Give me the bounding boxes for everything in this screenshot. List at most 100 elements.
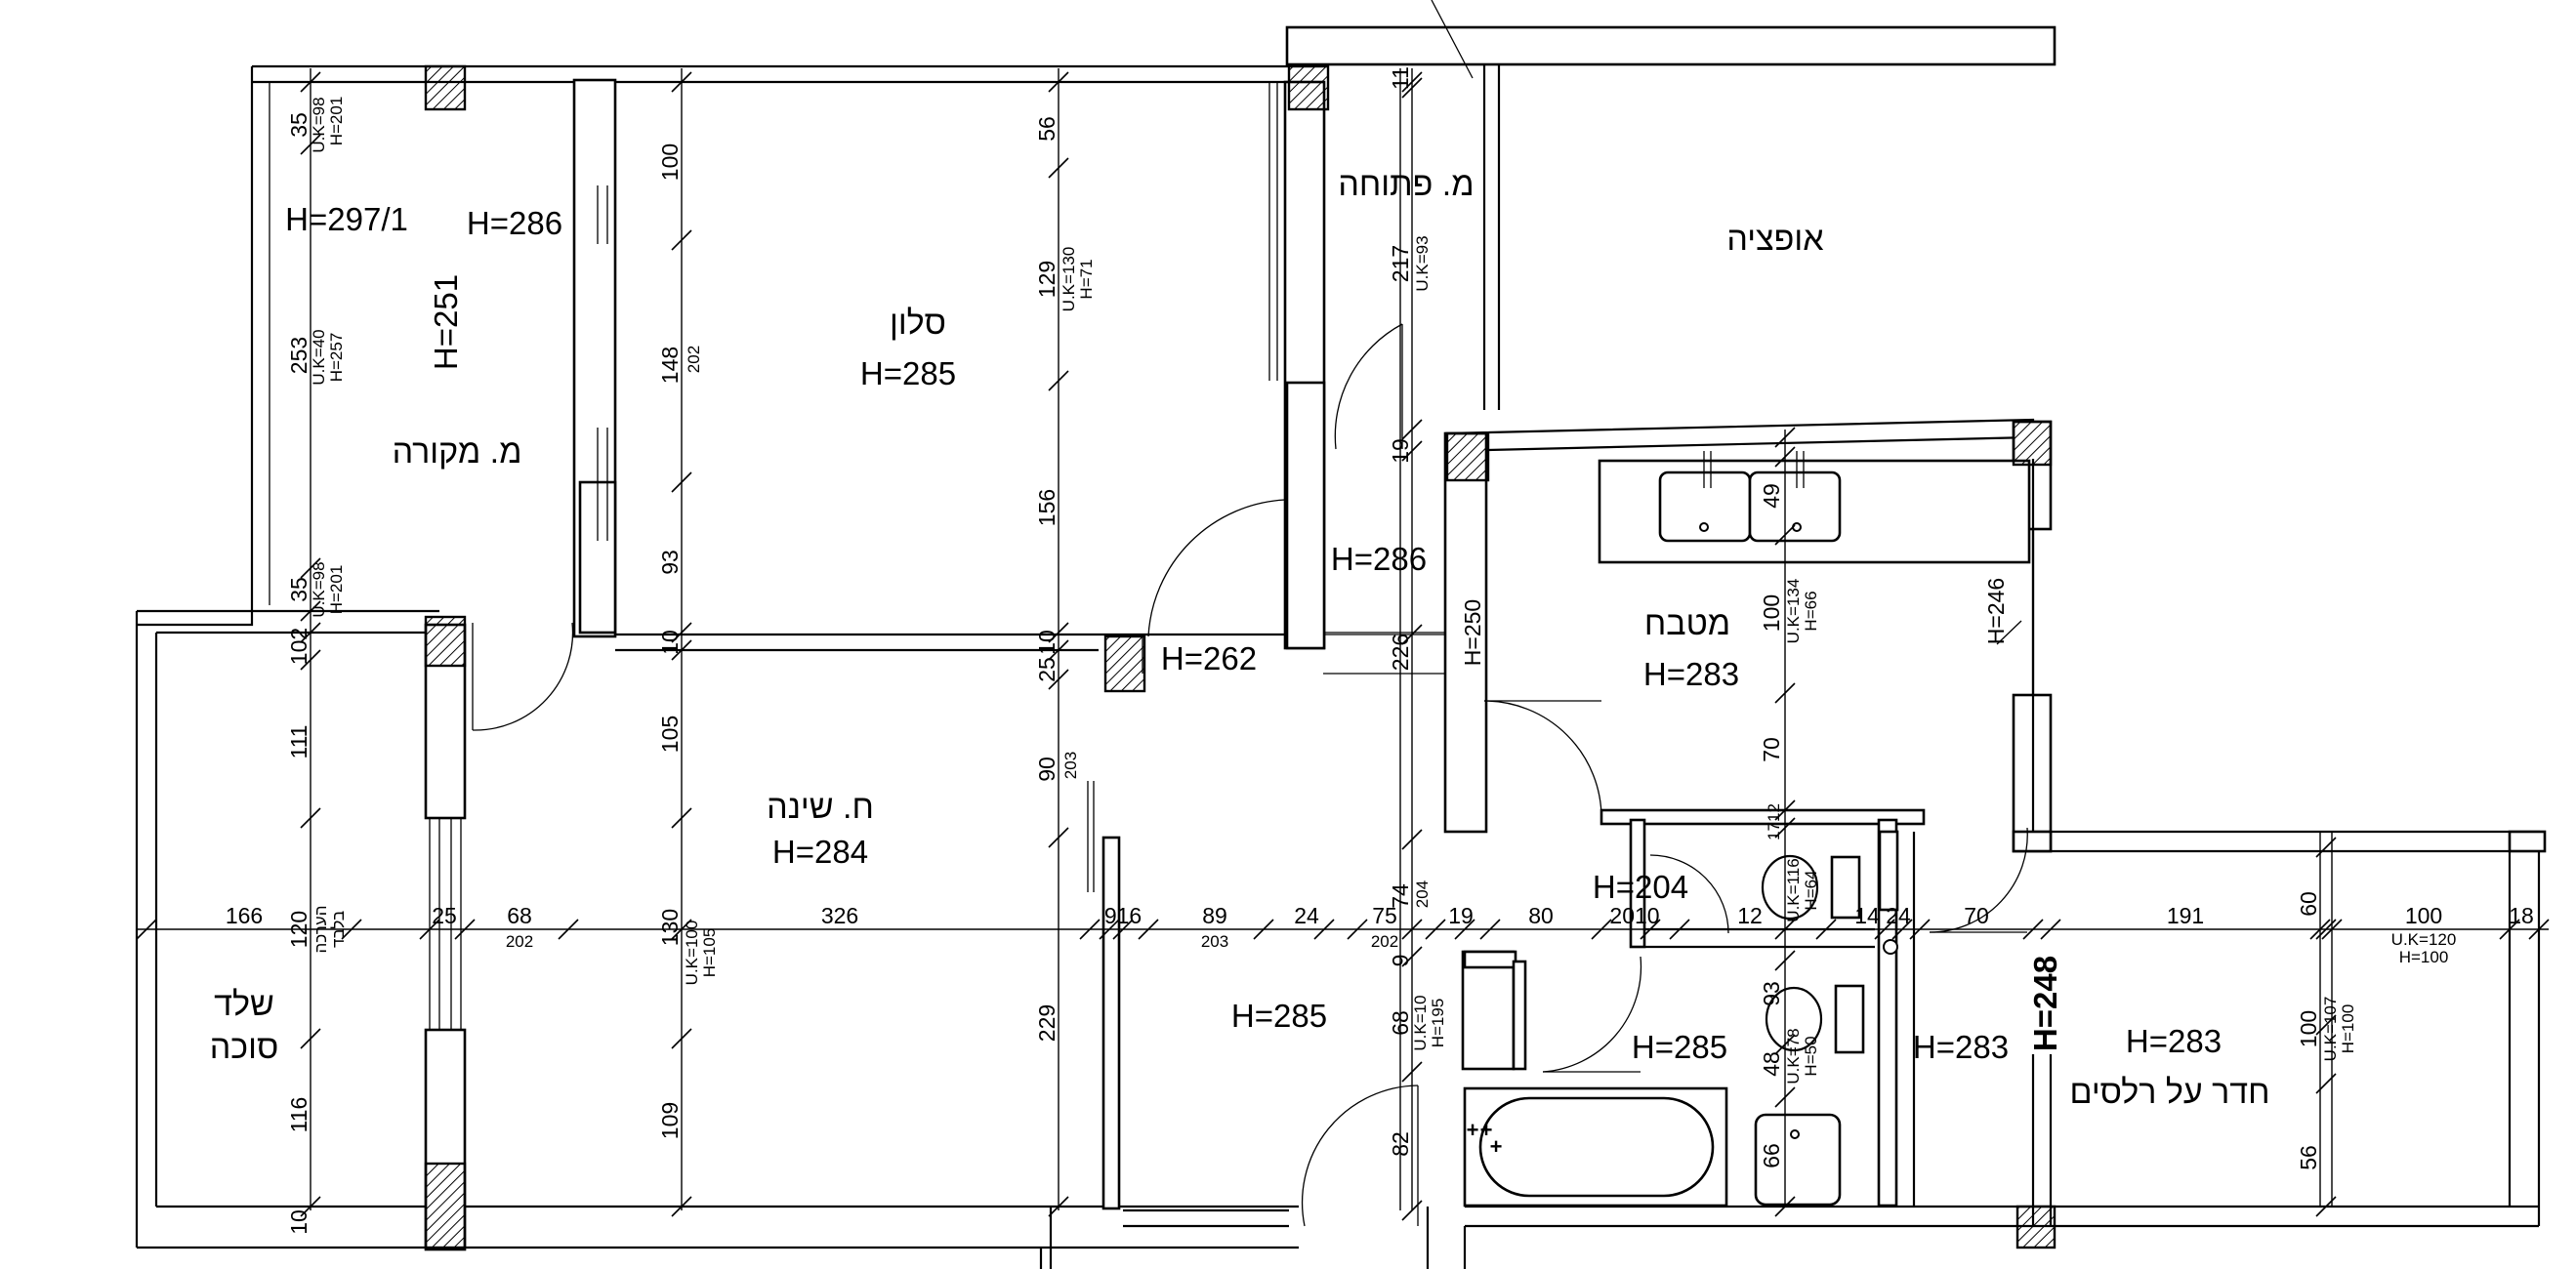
dim-label: 129: [1034, 261, 1059, 298]
dim-label: 68: [1388, 1010, 1413, 1036]
note: U.K=116: [1784, 858, 1803, 921]
dimension-tick: [2315, 1073, 2337, 1094]
note: U.K=130: [1059, 247, 1078, 312]
dimension-tick: [1891, 919, 1913, 940]
room-sukkah-label-1: שלד: [214, 986, 274, 1023]
dim-label: 229: [1034, 1004, 1059, 1042]
horizontal-dimensions: 166 25 68 202 326 916 89 203 24 75 202 1…: [226, 903, 2534, 951]
note: U.K=107: [2321, 997, 2340, 1062]
dimension-tick: [1401, 1200, 1423, 1221]
dimension-tick: [1774, 682, 1796, 704]
dimension-tick: [1425, 919, 1446, 940]
dim-label: 204: [1413, 880, 1432, 908]
dim-label: 35: [286, 112, 312, 138]
walls: + + +: [135, 25, 2547, 1269]
dimension-tick: [1909, 919, 1931, 940]
dimension-tick: [1401, 829, 1423, 850]
dim-label: 9: [1388, 955, 1413, 967]
dimension-tick: [1774, 799, 1796, 821]
note: H=201: [327, 97, 346, 146]
note: הערכה: [312, 906, 330, 954]
note: H=257: [327, 333, 346, 383]
dim-label: 253: [286, 337, 312, 374]
dimension-tick: [1591, 919, 1612, 940]
height-label: H=285: [1632, 1029, 1727, 1065]
note: H=71: [1077, 259, 1096, 299]
dim-label: 56: [2296, 1145, 2321, 1170]
dim-label: 24: [1294, 903, 1319, 928]
dimension-tick: [1048, 827, 1069, 848]
note: U.K=40: [310, 329, 328, 385]
dim-label: 100: [1759, 594, 1784, 632]
svg-text:+: +: [1480, 1118, 1493, 1142]
dim-label: 203: [1201, 932, 1228, 951]
dimension-tick: [1112, 919, 1134, 940]
dimension-tick: [1048, 157, 1069, 179]
dim-label: 89: [1202, 903, 1227, 928]
dim-label: 93: [657, 550, 683, 575]
dim-label: 90: [1034, 757, 1059, 782]
dimension-tick: [1401, 1061, 1423, 1083]
dim-label: 14: [1854, 903, 1880, 928]
dimension-tick: [300, 600, 321, 622]
dimension-tick: [454, 919, 476, 940]
room-shutter-label: חדר על רלסים: [2069, 1074, 2269, 1111]
dimension-tick: [1874, 919, 1895, 940]
vertical-dimensions: 56 129 156 25 10 90 203 229 100 148 202 …: [286, 66, 2321, 1235]
dimension-tick: [671, 1028, 692, 1049]
dim-label: 100: [2405, 903, 2442, 928]
dimension-tick: [2022, 919, 2044, 940]
dim-label: 25: [1034, 657, 1059, 682]
dimension-tick: [1347, 919, 1368, 940]
note: U.K=134: [1784, 579, 1803, 644]
dim-label: 49: [1759, 483, 1784, 509]
dim-label: 202: [685, 346, 703, 373]
dimension-tick: [300, 1196, 321, 1217]
dim-label: 148: [657, 347, 683, 384]
note: H=64: [1802, 870, 1820, 910]
dimension-tick: [300, 557, 321, 579]
note: U.K=78: [1784, 1028, 1803, 1084]
dimension-tick: [2321, 919, 2343, 940]
height-label: H=246: [1983, 578, 2009, 644]
dimension-tick: [1774, 817, 1796, 839]
dimension-tick: [1048, 370, 1069, 391]
dimension-tick: [671, 1196, 692, 1217]
dimension-tick: [558, 919, 579, 940]
height-label: H=286: [467, 205, 562, 241]
note: U.K=10: [1411, 995, 1430, 1050]
dim-label: 111: [286, 725, 312, 759]
dim-label: 120: [286, 911, 312, 948]
height-label: H=262: [1161, 640, 1257, 676]
dimension-tick: [1401, 71, 1423, 93]
dim-label: 68: [507, 903, 532, 928]
height-label: H=297/1: [285, 201, 408, 237]
dimension-tick: [419, 919, 440, 940]
dimension-lines: [137, 68, 2549, 1210]
dimension-tick: [2315, 1014, 2337, 1036]
dim-label: 105: [657, 716, 683, 753]
dimension-tick: [1774, 524, 1796, 546]
room-open-balcony-label: מ. פתוחה: [1338, 166, 1474, 203]
dimension-tick: [1401, 77, 1423, 99]
note: U.K=98: [310, 561, 328, 617]
dimension-tick: [300, 622, 321, 643]
dim-label: 10: [1034, 630, 1059, 655]
room-option-label: אופציה: [1726, 221, 1823, 258]
dimension-tick: [1774, 1086, 1796, 1108]
dimension-tick: [1640, 919, 1661, 940]
dimension-tick: [1048, 622, 1069, 643]
dimension-tick: [1048, 1196, 1069, 1217]
dim-label: 66: [1759, 1143, 1784, 1168]
dimension-tick: [1099, 919, 1120, 940]
dimension-tick: [1774, 1034, 1796, 1055]
note: H=100: [2399, 948, 2449, 966]
dimension-tick: [341, 919, 362, 940]
note: H=50: [1802, 1036, 1820, 1076]
dim-label: 19: [1448, 903, 1474, 928]
dim-label: 80: [1528, 903, 1554, 928]
dimension-tick: [2309, 919, 2331, 940]
hatched-columns: [424, 64, 2057, 1249]
dimension-tick: [1774, 446, 1796, 468]
dimension-tick: [1774, 919, 1796, 940]
